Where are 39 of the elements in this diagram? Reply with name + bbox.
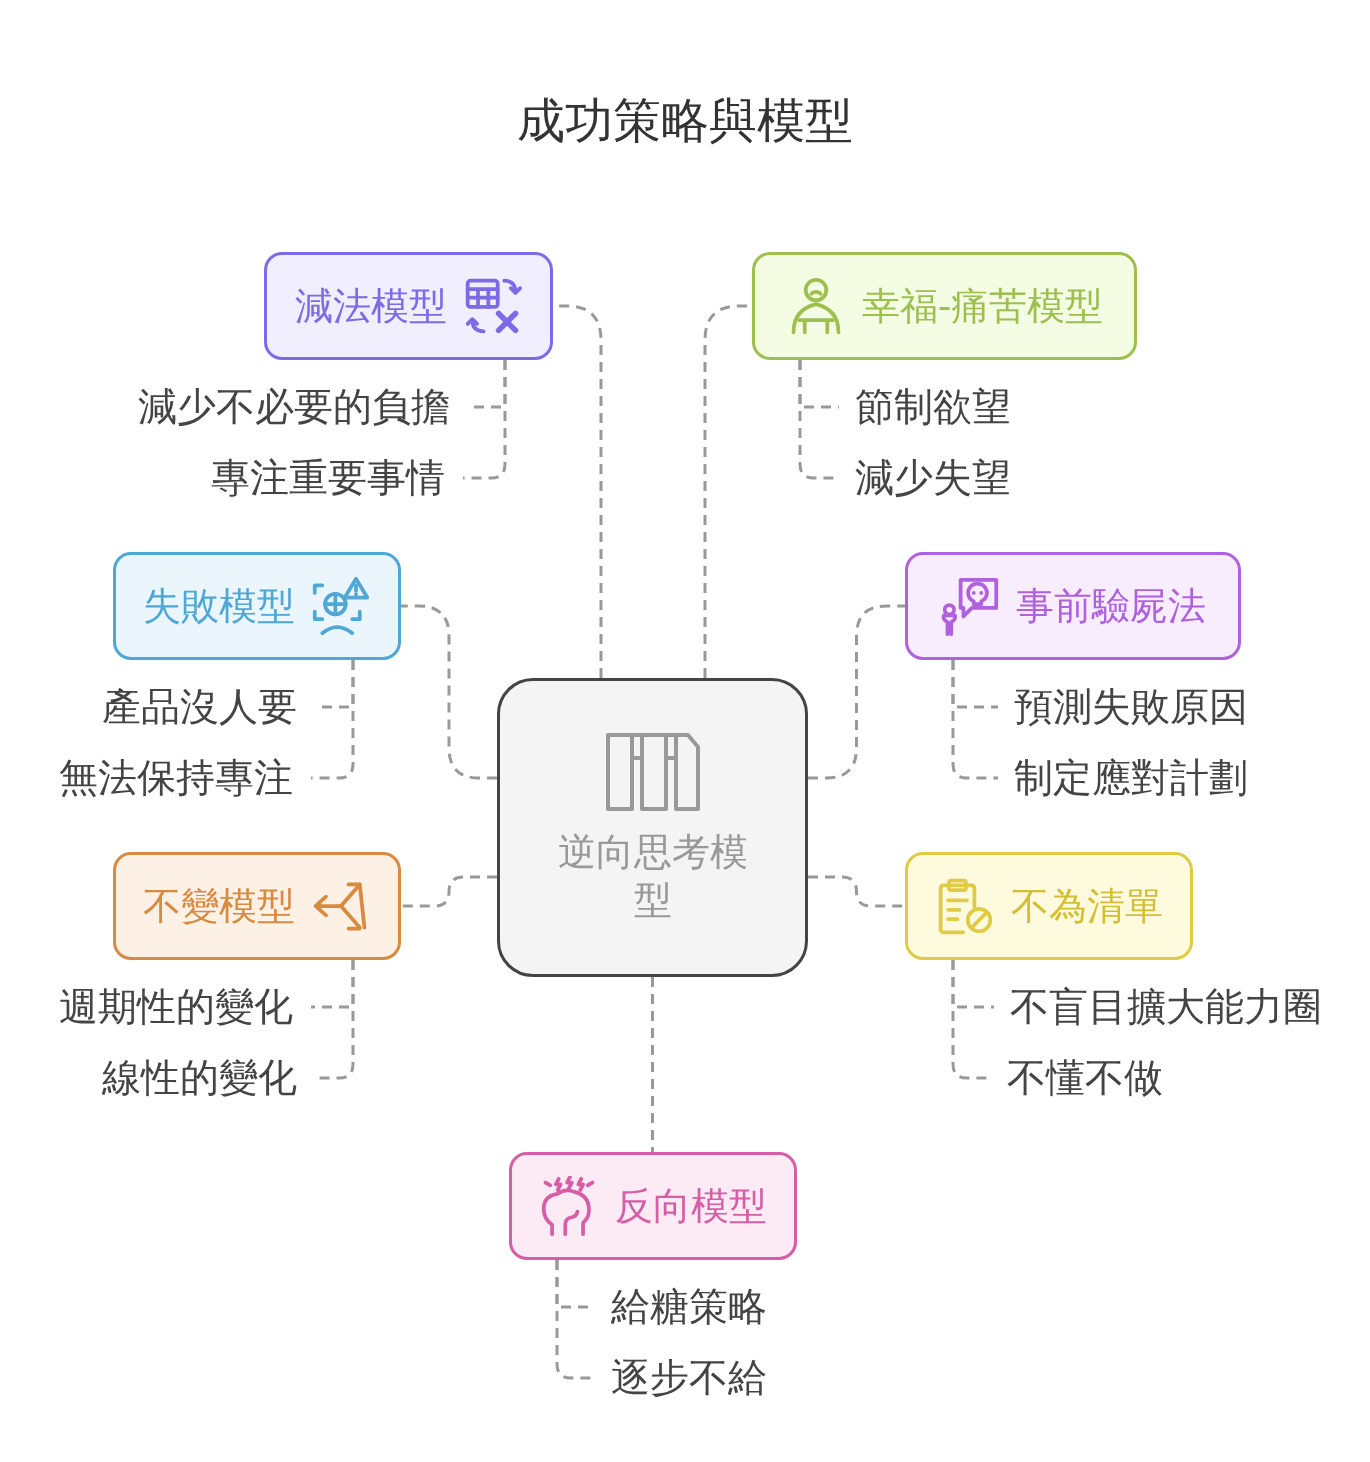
box-label: 幸福-痛苦模型 <box>861 283 1104 329</box>
model-box <box>509 1152 797 1260</box>
dashed-connector <box>463 360 507 480</box>
item-text: 減少不必要的負擔 <box>138 383 450 431</box>
item-text: 不懂不做 <box>1007 1054 1163 1102</box>
box-label: 失敗模型 <box>143 583 295 629</box>
item-text: 專注重要事情 <box>211 454 445 502</box>
box-label: 反向模型 <box>615 1183 767 1229</box>
dashed-connector <box>311 660 355 780</box>
item-text: 減少失望 <box>855 454 1011 502</box>
model-box <box>113 852 401 960</box>
model-box <box>113 552 401 660</box>
model-box <box>752 252 1137 360</box>
item-text: 預測失敗原因 <box>1014 683 1248 731</box>
box-label: 減法模型 <box>294 283 447 329</box>
model-box <box>905 552 1241 660</box>
dashed-connector <box>808 875 905 908</box>
box-label: 事前驗屍法 <box>1016 583 1206 629</box>
dashed-connector <box>401 604 497 780</box>
diagram-title: 成功策略與模型 <box>517 91 853 149</box>
item-text: 制定應對計劃 <box>1014 754 1248 802</box>
item-text: 無法保持專注 <box>59 754 293 802</box>
dashed-connector <box>951 660 998 780</box>
hub-label: 逆向思考模型 <box>556 828 749 924</box>
item-text: 給糖策略 <box>611 1283 767 1331</box>
model-box <box>264 252 553 360</box>
item-text: 逐步不給 <box>611 1354 767 1402</box>
model-box <box>905 852 1193 960</box>
item-text: 週期性的變化 <box>59 983 293 1031</box>
box-label: 不為清單 <box>1011 883 1163 929</box>
box-label: 不變模型 <box>143 883 295 929</box>
dashed-connector <box>651 977 654 1152</box>
dashed-connector <box>808 604 905 780</box>
item-text: 線性的變化 <box>102 1054 297 1102</box>
item-text: 產品沒人要 <box>102 683 297 731</box>
hub-box <box>497 678 808 977</box>
dashed-connector <box>401 875 497 908</box>
item-text: 不盲目擴大能力圈 <box>1010 983 1322 1031</box>
item-text: 節制欲望 <box>855 383 1011 431</box>
